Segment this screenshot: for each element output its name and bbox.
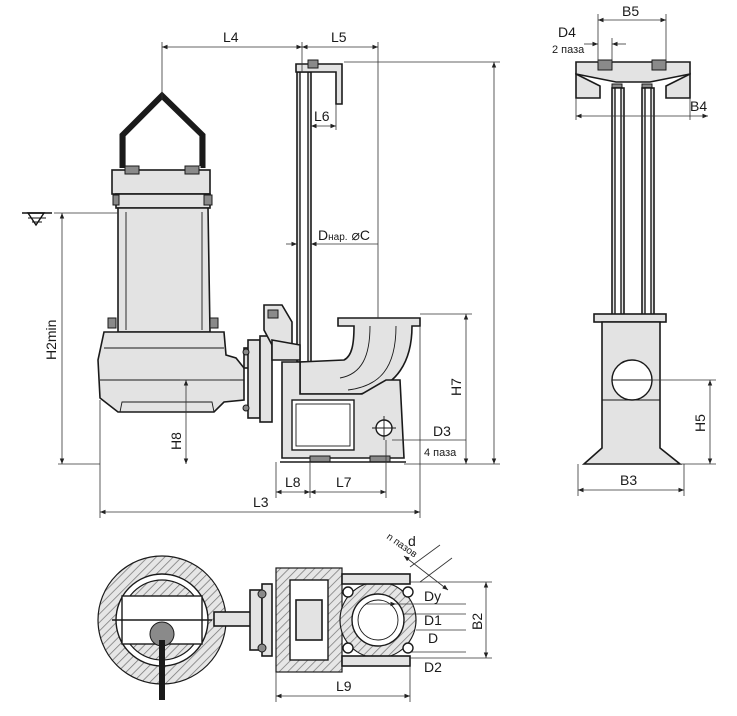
label-L5: L5 [331, 29, 347, 45]
label-D1: D1 [424, 612, 442, 628]
label-L4: L4 [223, 29, 239, 45]
label-Dy: Dy [424, 588, 441, 604]
label-L3: L3 [253, 494, 269, 510]
discharge-elbow [299, 317, 421, 395]
label-B5: B5 [622, 3, 639, 19]
label-D3: D3 [433, 423, 451, 439]
upper-bracket [575, 61, 691, 83]
top-dimensions [275, 544, 492, 702]
side-dimensions [575, 14, 716, 496]
label-B2: B2 [469, 613, 485, 630]
label-D2: D2 [424, 659, 442, 675]
label-L7: L7 [336, 474, 352, 490]
volute-casing [97, 331, 245, 413]
label-H2min: H2min [43, 320, 59, 360]
motor-housing [117, 207, 211, 333]
pump-flange [247, 339, 261, 419]
label-B4: B4 [690, 98, 707, 114]
label-D4: D4 [558, 24, 576, 40]
label-D4-note: 2 паза [552, 44, 585, 56]
label-D-nar: Dнар. ⌀C [318, 227, 370, 243]
label-d: d [408, 533, 416, 549]
label-L6: L6 [314, 108, 330, 124]
label-L9: L9 [336, 678, 352, 694]
label-D3-note: 4 паза [424, 447, 457, 459]
label-H5: H5 [692, 414, 708, 432]
front-dimensions [54, 42, 500, 518]
label-H8: H8 [168, 432, 184, 450]
label-D: D [428, 630, 438, 646]
side-view [575, 59, 691, 465]
top-flange-left [249, 589, 263, 651]
label-B3: B3 [620, 472, 637, 488]
label-H7: H7 [448, 378, 464, 396]
label-L8: L8 [285, 474, 301, 490]
top-view [97, 555, 417, 700]
water-level-icon [22, 212, 52, 227]
front-view [97, 59, 421, 463]
